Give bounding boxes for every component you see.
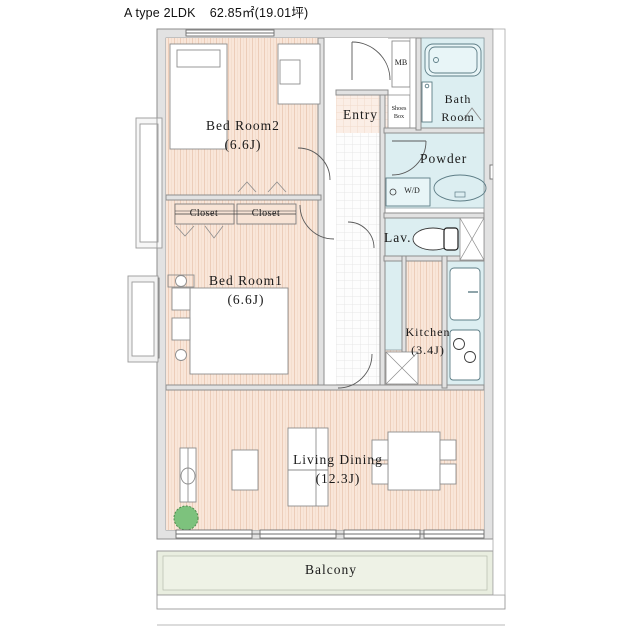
dining-table (387, 431, 441, 491)
shower-panel (421, 81, 433, 123)
entry-floor (336, 95, 388, 133)
balcony-area (156, 550, 506, 626)
kitchen-label: Kitchen (405, 325, 451, 339)
stove-burner-2 (464, 351, 476, 363)
stove-burner-1 (453, 338, 465, 350)
sofa (287, 427, 329, 507)
living-dining-label: Living Dining (293, 452, 383, 467)
shoes-box-label-line1: Shoes (391, 105, 407, 112)
vanity-basin (433, 174, 487, 202)
entry-label: Entry (343, 107, 378, 122)
bath-room-label-line1: Bath (444, 92, 472, 106)
plan-area-label: 62.85㎡(19.01坪) (209, 6, 309, 20)
powder-label: Powder (420, 151, 468, 166)
bath-room-label-line2: Room (441, 110, 475, 124)
potted-plant (173, 505, 199, 531)
lamp-bottom (175, 349, 187, 361)
meter-box-label: MB (394, 58, 408, 67)
lavatory-fixtures (412, 217, 485, 261)
bed-pillow (176, 49, 221, 68)
double-bed (189, 287, 289, 375)
bedroom1-size: (6.6J) (227, 292, 265, 307)
hallway-floor (336, 133, 382, 388)
bedroom2-label: Bed Room2 (206, 118, 280, 133)
dining-chair-right-bottom (439, 463, 457, 485)
closets (174, 181, 297, 239)
bath-fixtures (421, 43, 482, 123)
dining-chair-left-top (371, 439, 389, 461)
page-title: A type 2LDK 62.85㎡(19.01坪) (124, 2, 308, 21)
closet-label-1: Closet (189, 208, 219, 219)
balcony-label: Balcony (305, 562, 357, 577)
bathtub (424, 43, 482, 77)
lamp-top (175, 275, 187, 287)
bedroom2-size: (6.6J) (224, 137, 262, 152)
desk-chair (279, 59, 301, 85)
dining-chair-right-top (439, 439, 457, 461)
door-swings (297, 41, 391, 389)
lavatory-label: Lav. (384, 230, 412, 245)
nightstand-bottom (171, 317, 191, 341)
toilet-tank (443, 227, 459, 251)
kitchen-size: (3.4J) (411, 343, 445, 357)
bedroom1-label: Bed Room1 (209, 273, 283, 288)
left-service-balcony (127, 117, 163, 363)
closet-label-2: Closet (251, 208, 281, 219)
shoes-box-label-line2: Box (393, 113, 405, 120)
nightstand-top (171, 287, 191, 311)
kitchen-fixtures (385, 267, 481, 385)
plan-type-label: A type 2LDK (124, 6, 196, 20)
living-dining-furniture (173, 427, 457, 531)
coffee-table (231, 449, 259, 491)
bedroom2-furniture (169, 43, 321, 150)
living-dining-size: (12.3J) (315, 471, 361, 486)
dining-chair-left-bottom (371, 463, 389, 485)
bathtub-drain (433, 57, 439, 63)
interior-walls (165, 37, 485, 391)
bedroom1-furniture (167, 274, 289, 375)
washer-dryer-label: W/D (404, 186, 420, 195)
washer-dryer-unit (385, 177, 431, 207)
refrigerator (449, 267, 481, 321)
kitchen-counter-left (383, 259, 405, 351)
powder-fixtures (385, 140, 487, 207)
